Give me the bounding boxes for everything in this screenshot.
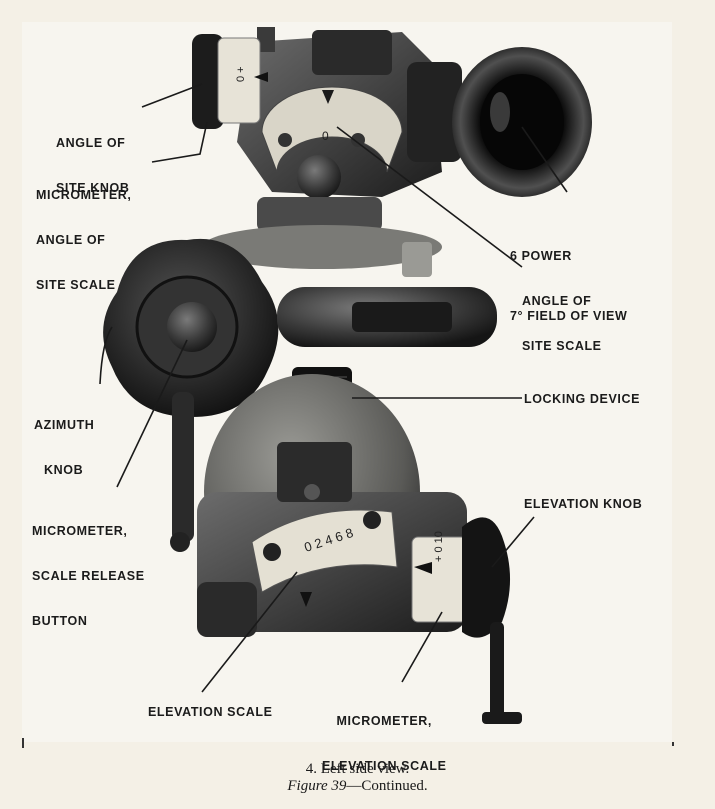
telescope-lens-glint xyxy=(490,92,510,132)
label-line: ANGLE OF xyxy=(56,136,126,150)
elevation-knob xyxy=(462,517,511,638)
margin-mark-right xyxy=(672,742,674,746)
neck xyxy=(257,197,382,232)
label-locking-device: LOCKING DEVICE xyxy=(524,392,641,406)
instrument-photo: 0 + 0 xyxy=(22,22,672,773)
label-line: BUTTON xyxy=(32,614,88,628)
angle-of-site-dial xyxy=(261,86,403,173)
label-line: SITE SCALE xyxy=(36,278,116,292)
label-six-power-field-of-view: 6 POWER 7° FIELD OF VIEW xyxy=(510,206,627,366)
instrument-illustration: 0 + 0 xyxy=(99,27,592,724)
lower-foot xyxy=(197,582,257,637)
label-line: ANGLE OF xyxy=(36,233,106,247)
label-azimuth-knob: AZIMUTH KNOB xyxy=(34,388,94,508)
telescope-body xyxy=(407,62,462,162)
label-line: SCALE RELEASE xyxy=(32,569,145,583)
label-line: MICROMETER, xyxy=(32,524,128,538)
label-micrometer-scale-release-button: MICROMETER, SCALE RELEASE BUTTON xyxy=(32,494,145,659)
elevation-scale-dial xyxy=(251,509,398,593)
micrometer-release-button xyxy=(167,302,217,352)
label-line: 6 POWER xyxy=(510,249,572,263)
angle-knob-digits: 0 + xyxy=(235,66,247,82)
caption-figure-ref: Figure 39 xyxy=(287,778,347,794)
top-block xyxy=(312,30,392,75)
margin-mark-left xyxy=(22,738,24,748)
mount-plate xyxy=(202,225,442,269)
clamp-screw xyxy=(304,484,320,500)
elevation-micrometer-index xyxy=(414,562,432,574)
angle-scale-index xyxy=(322,90,334,104)
angle-scale-screw-left xyxy=(278,133,292,147)
label-line: MICROMETER, xyxy=(336,714,432,728)
mount-clamp xyxy=(402,242,432,277)
azimuth-arm xyxy=(172,392,194,542)
angle-of-site-micrometer-drum xyxy=(217,37,261,124)
figure-caption: 4. Left side view. Figure 39—Continued. xyxy=(0,761,715,795)
label-line: 7° FIELD OF VIEW xyxy=(510,309,628,323)
caption-line-2: Figure 39—Continued. xyxy=(0,778,715,795)
label-line: SITE SCALE xyxy=(522,339,602,353)
label-elevation-scale: ELEVATION SCALE xyxy=(148,705,273,719)
level-window xyxy=(352,302,452,332)
elevation-scale-screw-right xyxy=(363,511,381,529)
label-line: ANGLE OF xyxy=(522,294,592,308)
azimuth-arm-ball xyxy=(170,532,190,552)
angle-of-site-knob xyxy=(192,34,224,129)
clamp-block xyxy=(277,442,352,502)
label-line: KNOB xyxy=(44,463,84,477)
elevation-crank-handle xyxy=(482,712,522,724)
label-micrometer-elevation-scale: MICROMETER, ELEVATION SCALE xyxy=(322,684,447,804)
label-angle-of-site-scale: ANGLE OF SITE SCALE xyxy=(522,264,602,384)
angle-scale-knob xyxy=(297,155,341,199)
leader-lines xyxy=(99,83,568,693)
label-line: SITE KNOB xyxy=(56,181,130,195)
angle-knob-index xyxy=(254,72,268,82)
label-line: MICROMETER, xyxy=(36,188,132,202)
elevation-scale-index xyxy=(300,592,312,607)
label-line: AZIMUTH xyxy=(34,418,95,432)
caption-line-1: 4. Left side view. xyxy=(305,761,410,777)
caption-suffix: —Continued. xyxy=(346,778,428,794)
label-angle-of-site-knob: ANGLE OF SITE KNOB xyxy=(56,106,129,226)
elevation-micrometer-digits: + 0 10 xyxy=(433,531,445,562)
angle-scale-screw-right xyxy=(351,133,365,147)
top-mount xyxy=(257,27,275,52)
label-line: ELEVATION SCALE xyxy=(322,759,447,773)
label-elevation-knob: ELEVATION KNOB xyxy=(524,497,643,511)
elevation-crank-arm xyxy=(490,622,504,722)
elevation-scale-screw-left xyxy=(263,543,281,561)
label-micrometer-angle-of-site-scale: MICROMETER, ANGLE OF SITE SCALE xyxy=(36,158,132,323)
angle-scale-digits: 0 xyxy=(322,129,329,143)
